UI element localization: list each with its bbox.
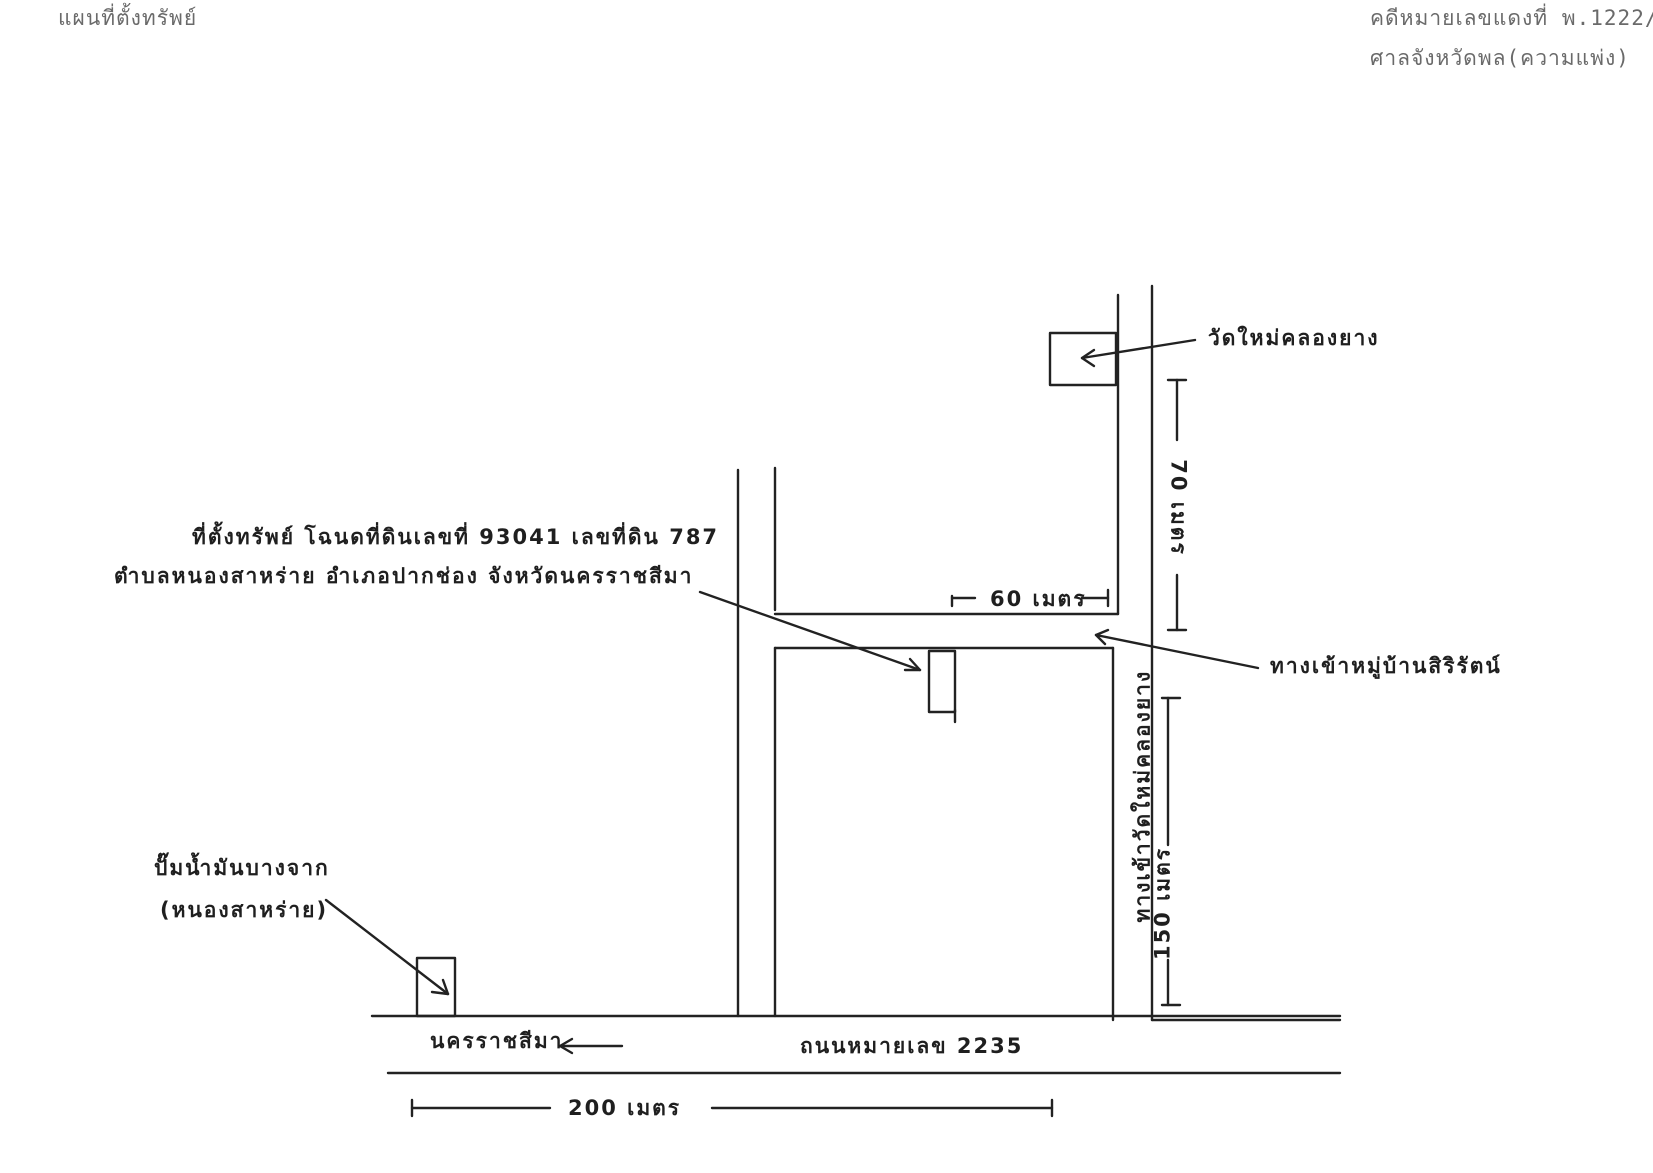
distance-70-label: 70 เมตร [1166, 459, 1191, 556]
gas-station-building [415, 956, 457, 1018]
temple-road [1111, 284, 1342, 1022]
highway-road [370, 1014, 1342, 1075]
court-name: ศาลจังหวัดพล(ความแพ่ง) [1370, 46, 1630, 70]
temple-arrow [1080, 338, 1197, 368]
distance-200-label: 200 เมตร [568, 1096, 682, 1120]
dimension-200 [410, 1098, 1054, 1118]
map-title: แผนที่ตั้งทรัพย์ [58, 6, 198, 30]
to-city-label: นครราชสีมา [430, 1029, 564, 1053]
highway-label: ถนนหมายเลข 2235 [800, 1034, 1024, 1058]
temple-label: วัดใหม่คลองยาง [1208, 326, 1380, 350]
property-plot [927, 649, 957, 714]
side-road [736, 466, 777, 1018]
property-label-line2: ตำบลหนองสาหร่าย อำเภอปากช่อง จังหวัดนครร… [114, 564, 694, 588]
village-entrance-arrow [1094, 628, 1260, 670]
temple-building [1048, 331, 1118, 387]
dimension-70 [1166, 378, 1188, 632]
case-number: คดีหมายเลขแดงที่ พ.1222/ [1370, 6, 1653, 30]
property-label-line1: ที่ตั้งทรัพย์ โฉนดที่ดินเลขที่ 93041 เลข… [192, 525, 720, 549]
to-city-arrow [558, 1037, 624, 1055]
gas-station-arrow [324, 898, 450, 996]
gas-station-label-line2: (หนองสาหร่าย) [160, 898, 329, 922]
connecting-road [773, 612, 1120, 650]
distance-150-label: 150 เมตร [1150, 846, 1175, 961]
property-arrow [698, 590, 922, 672]
dimension-150 [1160, 696, 1182, 1007]
dimension-60 [950, 588, 1110, 608]
distance-60-label: 60 เมตร [990, 587, 1087, 611]
gas-station-label-line1: ปั๊มน้ำมันบางจาก [154, 856, 330, 880]
village-entrance-label: ทางเข้าหมู่บ้านสิริรัตน์ [1270, 654, 1502, 678]
